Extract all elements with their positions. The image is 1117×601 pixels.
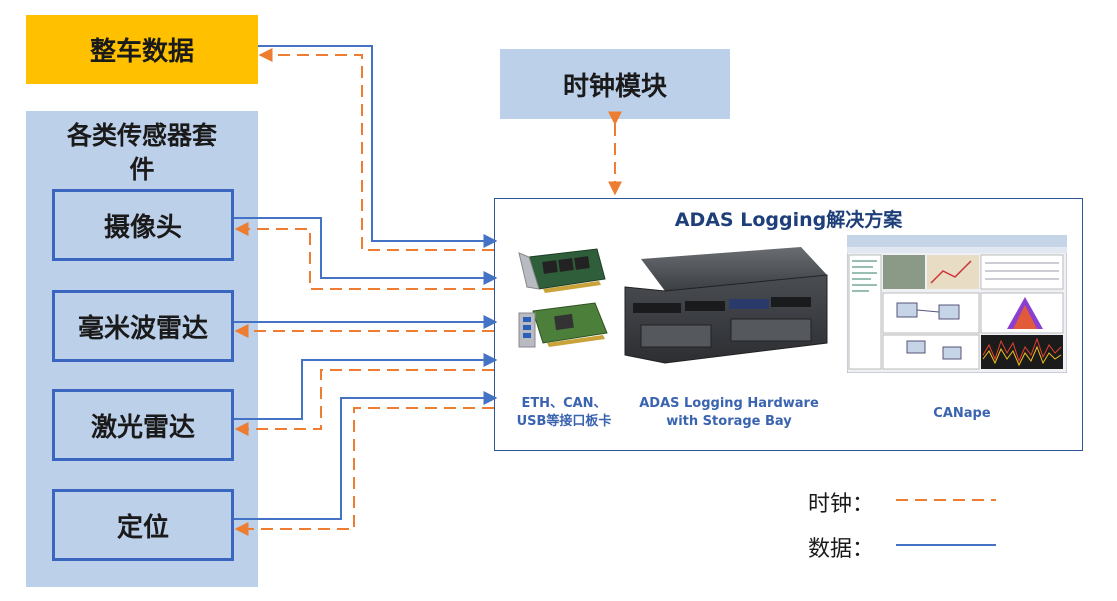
usb-card-illustration (518, 302, 608, 348)
interface-cards-image (518, 248, 608, 348)
vehicle-data-line (258, 45, 498, 248)
hardware-caption-line1: ADAS Logging Hardware (639, 396, 819, 411)
interface-cards-caption: ETH、CAN、 USB等接口板卡 (503, 395, 625, 431)
lidar-clock-line (234, 369, 494, 436)
positioning-data-line (234, 391, 498, 520)
sensor-suite-title-line1: 各类传感器套 (66, 121, 217, 150)
hardware-caption-line2: with Storage Bay (666, 414, 792, 429)
network-card-illustration (518, 248, 606, 293)
sensor-suite-title: 各类传感器套 件 (26, 119, 258, 187)
hardware-caption: ADAS Logging Hardware with Storage Bay (629, 395, 829, 431)
interface-cards-caption-line1: ETH、CAN、 (521, 396, 607, 411)
lidar-block: 激光雷达 (52, 389, 234, 461)
camera-data-line (234, 217, 498, 285)
legend-clock-label: 时钟： (808, 492, 875, 517)
positioning-block: 定位 (52, 489, 234, 561)
camera-block: 摄像头 (52, 189, 234, 261)
lidar-data-line (234, 353, 498, 420)
camera-label: 摄像头 (103, 212, 182, 243)
legend-data-label: 数据： (808, 537, 875, 562)
clock-module-label: 时钟模块 (562, 71, 667, 102)
mmwave-radar-label: 毫米波雷达 (77, 313, 208, 344)
adas-logging-solution-panel: ADAS Logging解决方案 (494, 198, 1083, 451)
mmwave-radar-block: 毫米波雷达 (52, 290, 234, 362)
sensor-suite-title-line2: 件 (129, 155, 155, 184)
clock-module-block: 时钟模块 (500, 49, 730, 119)
interface-cards-caption-line2: USB等接口板卡 (516, 414, 612, 429)
positioning-label: 定位 (116, 512, 169, 543)
vehicle-data-label: 整车数据 (89, 37, 194, 67)
lidar-label: 激光雷达 (90, 412, 195, 443)
solution-title: ADAS Logging解决方案 (674, 209, 903, 231)
canape-software-image (847, 235, 1067, 373)
positioning-clock-line (234, 407, 494, 536)
vehicle-data-block: 整车数据 (26, 15, 258, 84)
logging-hardware-image (624, 247, 828, 364)
camera-clock-line (234, 222, 494, 290)
software-caption: CANape (933, 406, 991, 421)
vehicle-clock-line (258, 48, 494, 251)
